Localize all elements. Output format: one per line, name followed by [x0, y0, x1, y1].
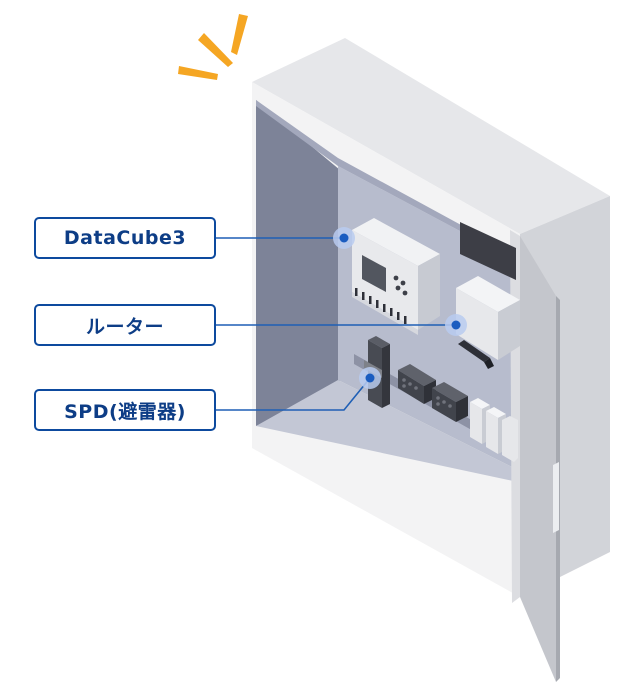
terminal-block — [432, 382, 468, 422]
location-dot-icon — [333, 227, 355, 249]
alert-rays-icon — [178, 14, 248, 80]
location-dot-icon — [359, 367, 381, 389]
back-panel — [460, 222, 516, 280]
terminal-block — [398, 364, 436, 404]
router-device — [456, 276, 520, 369]
cabinet-body — [252, 38, 610, 682]
label-datacube-text: DataCube3 — [63, 227, 187, 249]
label-router: ルーター — [34, 304, 216, 346]
breaker — [502, 416, 518, 462]
leader-line-spd — [216, 377, 371, 411]
label-spd: SPD(避雷器) — [34, 389, 216, 431]
label-datacube: DataCube3 — [34, 217, 216, 259]
datacube-device — [352, 218, 440, 335]
location-dot-icon — [445, 314, 467, 336]
leader-lines — [216, 237, 456, 411]
label-spd-text: SPD(避雷器) — [64, 400, 186, 423]
label-router-text: ルーター — [85, 315, 164, 338]
